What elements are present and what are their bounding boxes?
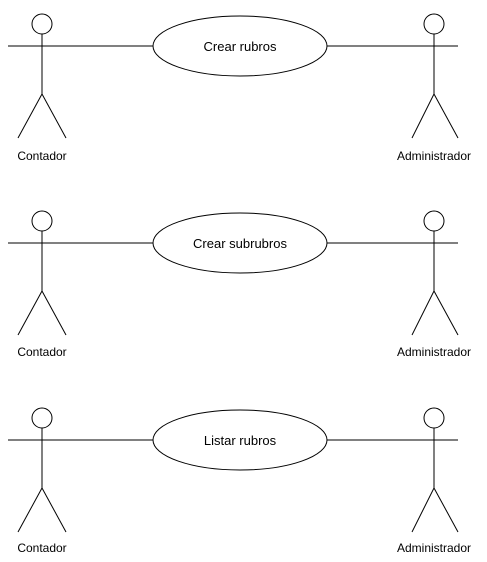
actor-label-administrador: Administrador <box>397 541 471 555</box>
actor-label-contador: Contador <box>17 345 66 359</box>
actor-right-leg <box>41 93 67 139</box>
actor-left-leg <box>17 290 43 336</box>
actor-left-leg <box>17 487 43 533</box>
actor-label-administrador: Administrador <box>397 149 471 163</box>
actor-head <box>423 13 445 35</box>
use-case-row-crear-subrubros: Contador Crear subrubros Administrador <box>8 210 471 359</box>
actor-label-contador: Contador <box>17 541 66 555</box>
use-case-label-listar-rubros: Listar rubros <box>204 433 277 448</box>
use-case-label-crear-rubros: Crear rubros <box>204 39 277 54</box>
actor-left-leg <box>17 93 43 139</box>
actor-label-contador: Contador <box>17 149 66 163</box>
actor-administrador-right: Administrador <box>397 210 471 359</box>
actor-head <box>31 13 53 35</box>
actor-left-leg <box>411 290 435 336</box>
actor-head <box>423 210 445 232</box>
actor-right-leg <box>433 290 459 336</box>
actor-right-leg <box>433 93 459 139</box>
actor-contador-left: Contador <box>8 407 67 555</box>
actor-head <box>31 407 53 429</box>
actor-right-leg <box>41 290 67 336</box>
actor-left-leg <box>411 487 435 533</box>
actor-right-leg <box>41 487 67 533</box>
actor-administrador-right: Administrador <box>397 13 471 163</box>
actor-label-administrador: Administrador <box>397 345 471 359</box>
actor-head <box>31 210 53 232</box>
use-case-row-listar-rubros: Contador Listar rubros Administrador <box>8 407 471 555</box>
actor-contador-left: Contador <box>8 210 67 359</box>
actor-administrador-right: Administrador <box>397 407 471 555</box>
use-case-row-crear-rubros: Contador Crear rubros Administrador <box>8 13 471 163</box>
use-case-label-crear-subrubros: Crear subrubros <box>193 236 287 251</box>
actor-right-leg <box>433 487 459 533</box>
actor-head <box>423 407 445 429</box>
actor-left-leg <box>411 93 435 139</box>
actor-contador-left: Contador <box>8 13 67 163</box>
